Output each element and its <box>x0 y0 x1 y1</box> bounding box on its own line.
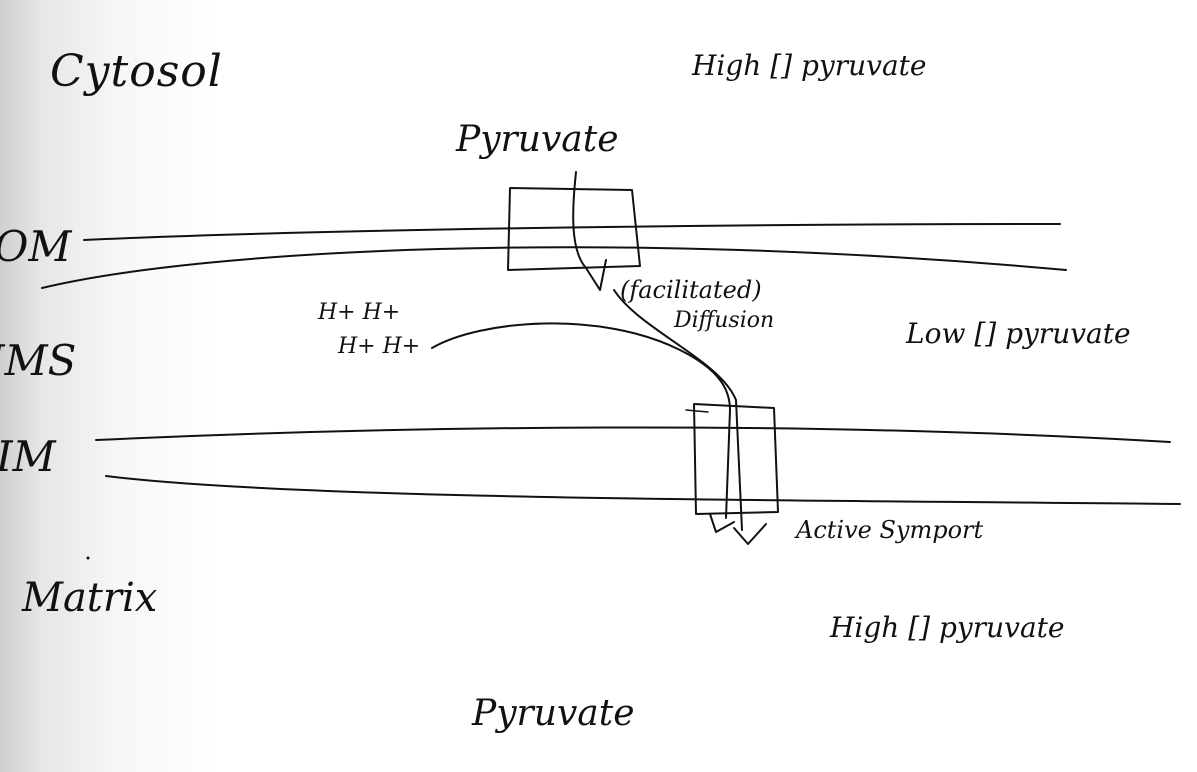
inner-membrane-label: IM <box>0 432 56 481</box>
pyruvate-cytosol-label: Pyruvate <box>456 119 619 160</box>
protons-label-2: H+ H+ <box>338 334 421 359</box>
diffusion-label: Diffusion <box>674 308 775 333</box>
outer-membrane-line-bottom <box>41 246 1067 289</box>
active-symport-label: Active Symport <box>796 516 984 544</box>
protons-label-1: H+ H+ <box>318 300 401 325</box>
im-symporter-box <box>693 403 779 515</box>
cytosol-concentration-label: High [] pyruvate <box>692 49 927 82</box>
stray-dot <box>86 556 90 560</box>
pyruvate-matrix-label: Pyruvate <box>472 693 635 734</box>
cytosol-label: Cytosol <box>50 46 223 97</box>
proton-path-inner <box>685 409 709 413</box>
ims-concentration-label: Low [] pyruvate <box>906 317 1131 350</box>
outer-membrane-line-top <box>83 223 1061 241</box>
inner-membrane-line-top <box>95 426 1171 443</box>
pyruvate-path <box>613 289 767 545</box>
facilitated-label: (facilitated) <box>620 276 762 304</box>
inner-membrane-line-bottom <box>105 475 1181 505</box>
intermembrane-space-label: IMS <box>0 336 77 385</box>
matrix-label: Matrix <box>22 575 158 621</box>
matrix-concentration-label: High [] pyruvate <box>830 611 1065 644</box>
om-channel-pathway <box>572 171 607 291</box>
proton-path <box>431 322 735 533</box>
outer-membrane-label: OM <box>0 222 72 271</box>
om-channel-box <box>507 187 641 271</box>
